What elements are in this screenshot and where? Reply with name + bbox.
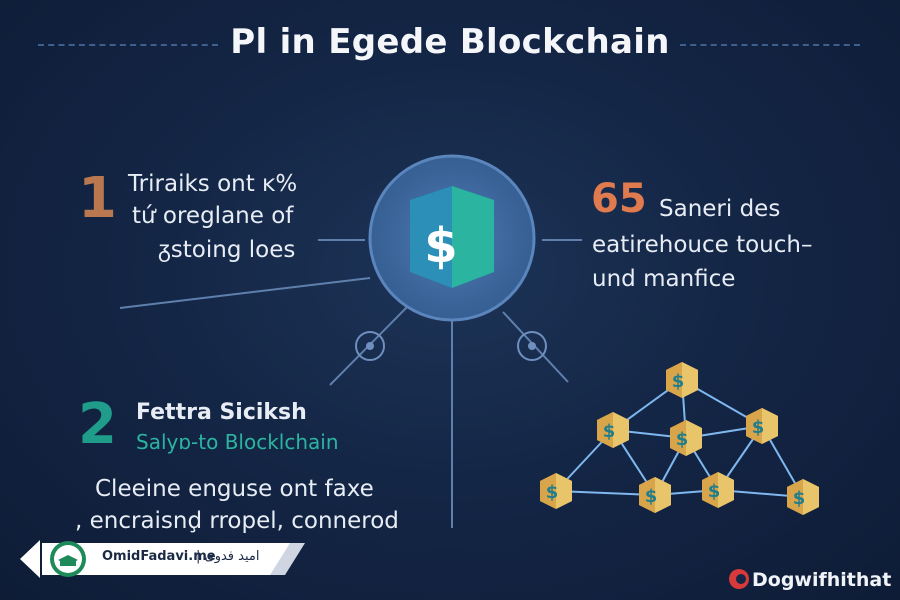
network-node: $ bbox=[639, 477, 671, 513]
point-65-line-2: eatirehouce touch– bbox=[592, 232, 813, 258]
title-dash-right bbox=[680, 44, 860, 46]
title-dash-left bbox=[38, 44, 218, 46]
target-icon-left bbox=[355, 331, 385, 361]
center-dollar-symbol: $ bbox=[424, 218, 457, 274]
network-nodes: $ $ $ $ $ $ $ $ bbox=[540, 362, 819, 515]
point-65-line-1: Saneri des bbox=[659, 196, 781, 222]
node-dollar-symbol: $ bbox=[708, 481, 721, 502]
network-node: $ bbox=[597, 412, 629, 448]
caption-line-2: , encraisnḑ rropel, connerod bbox=[75, 508, 399, 534]
node-dollar-symbol: $ bbox=[603, 421, 616, 442]
network-node: $ bbox=[787, 479, 819, 515]
page-title: Pl in Egede Blockchain bbox=[230, 22, 670, 62]
point-2-number: 2 bbox=[78, 392, 117, 457]
node-dollar-symbol: $ bbox=[793, 488, 806, 509]
point-2-heading: Fettra Sicіksh bbox=[136, 400, 307, 425]
point-65-line-3: und manfice bbox=[592, 266, 736, 292]
node-dollar-symbol: $ bbox=[752, 417, 765, 438]
caption-line-1: Cleeine enguse ont faxe bbox=[95, 476, 374, 502]
node-dollar-symbol: $ bbox=[645, 486, 658, 507]
network-node: $ bbox=[746, 408, 778, 444]
brand-name: Dogwifhithat bbox=[752, 569, 892, 591]
footer-site-link[interactable]: OmidFadavi.me bbox=[102, 549, 216, 564]
point-1-line-3: ᵹstoing loes bbox=[158, 237, 296, 263]
point-1-line-1: Triraiks ont ᴋ% bbox=[128, 171, 298, 197]
footer-divider: | bbox=[196, 549, 201, 564]
brand-logo-icon bbox=[729, 569, 749, 589]
dollar-cube-icon: $ bbox=[410, 186, 494, 288]
book-icon bbox=[58, 555, 78, 566]
point-1-number: 1 bbox=[78, 166, 117, 231]
target-icon-right bbox=[517, 331, 547, 361]
point-65-number: 65 bbox=[591, 176, 647, 222]
node-dollar-symbol: $ bbox=[676, 429, 689, 450]
network-node: $ bbox=[702, 472, 734, 508]
footer-persian-text: امید فدوی bbox=[204, 549, 260, 564]
point-2-subheading: Salyɒ-to Blocklchain bbox=[136, 430, 339, 454]
network-node: $ bbox=[666, 362, 698, 398]
node-dollar-symbol: $ bbox=[672, 371, 685, 392]
point-1-line-2: tứ oreglane of bbox=[132, 203, 294, 229]
network-node: $ bbox=[670, 420, 702, 456]
footer-banner bbox=[20, 540, 305, 578]
footer-persian-name: | امید فدوی bbox=[196, 549, 259, 564]
network-node: $ bbox=[540, 473, 572, 509]
node-dollar-symbol: $ bbox=[546, 482, 559, 503]
